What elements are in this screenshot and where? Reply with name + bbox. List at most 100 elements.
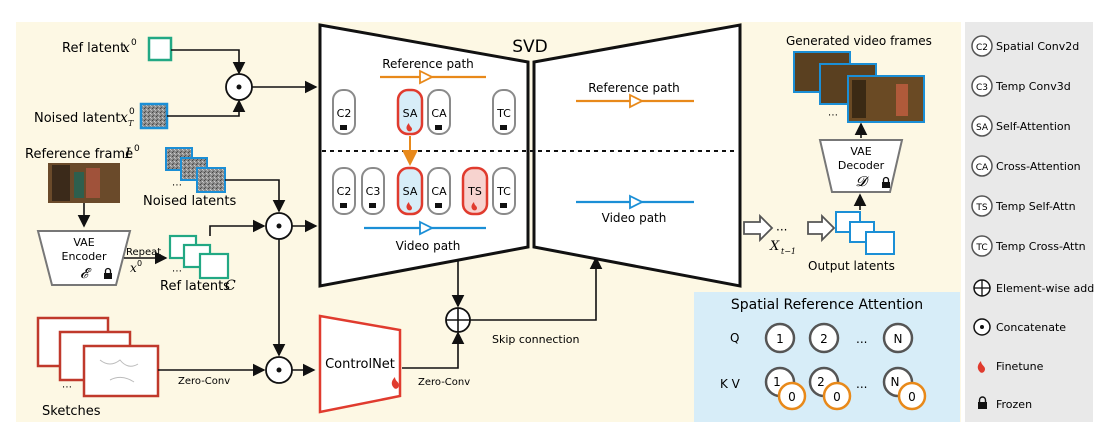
svd-title: SVD	[512, 37, 548, 57]
controlnet-block: ControlNet	[318, 314, 402, 414]
encoder-x-sup: 0	[137, 259, 142, 268]
block-ts-bottom	[461, 166, 489, 216]
reference-frame-input: Reference frame I 0	[25, 144, 140, 203]
reference-path-label-right: Reference path	[588, 81, 680, 95]
spatial-reference-attention: Spatial Reference Attention Q K V 1 2 ..…	[694, 292, 960, 422]
svg-text:TC: TC	[975, 243, 987, 253]
vae-encoder-line2: Encoder	[62, 250, 107, 263]
legend-item-concat: Concatenate	[973, 318, 1066, 336]
output-x-sub: t−1	[781, 247, 796, 256]
noised-latent-symbol: x	[120, 110, 128, 126]
svg-text:2: 2	[820, 332, 828, 346]
q-dots: ...	[856, 332, 867, 346]
svg-text:N: N	[891, 375, 900, 389]
svg-text:1: 1	[773, 375, 781, 389]
repeat-label: Repeat	[126, 247, 161, 258]
ref-latent-sup: 0	[131, 38, 137, 48]
zero-conv-label-1: Zero-Conv	[178, 376, 230, 387]
block-sa-bottom	[396, 166, 424, 216]
video-path-label-left: Video path	[396, 239, 461, 253]
svg-text:0: 0	[908, 390, 916, 404]
generated-frames-label: Generated video frames	[786, 34, 932, 48]
svg-text:⋯: ⋯	[828, 110, 838, 121]
lock-icon	[882, 176, 890, 188]
lock-icon	[978, 396, 987, 409]
ref-latent-input: Ref latent x 0	[62, 36, 173, 62]
sketches-label: Sketches	[42, 404, 101, 419]
controlnet-label: ControlNet	[325, 357, 395, 372]
vae-decoder-line2: Decoder	[838, 159, 885, 172]
svg-text:TC: TC	[496, 107, 511, 120]
noised-latent-sup: 0	[129, 107, 135, 117]
output-dots: ···	[776, 223, 787, 237]
noised-latents-label: Noised latents	[143, 194, 236, 209]
svg-text:SA: SA	[976, 123, 989, 133]
svg-text:CA: CA	[431, 107, 447, 120]
top-blocks: C2 SA CA TC	[332, 88, 516, 136]
block-tc-top	[492, 89, 516, 135]
legend-item-sa: SA Self-Attention	[971, 115, 1071, 137]
block-ca-top	[427, 89, 451, 135]
reference-path-label-left: Reference path	[382, 57, 474, 71]
svg-text:C3: C3	[976, 83, 988, 93]
ref-latents-symbol: C	[225, 278, 236, 294]
output-latents-stack: Output latents	[808, 211, 895, 273]
svg-text:Self-Attention: Self-Attention	[996, 120, 1071, 133]
fire-icon	[977, 361, 985, 373]
vae-encoder-line1: VAE	[73, 236, 94, 249]
svg-text:CA: CA	[431, 185, 447, 198]
encoder-x-symbol: x	[130, 261, 137, 275]
svg-text:Spatial Conv2d: Spatial Conv2d	[996, 40, 1079, 53]
svg-text:SA: SA	[403, 107, 418, 120]
ref-latent-square	[147, 36, 173, 62]
zero-node-n	[897, 381, 927, 411]
svg-text:Temp Cross-Attn: Temp Cross-Attn	[995, 240, 1086, 253]
svg-text:2: 2	[817, 375, 825, 389]
svg-text:Finetune: Finetune	[996, 360, 1044, 373]
svg-text:⋯: ⋯	[172, 180, 182, 191]
lock-icon	[104, 267, 112, 279]
svg-text:Concatenate: Concatenate	[996, 321, 1066, 334]
svd-unet: SVD	[318, 23, 742, 288]
svg-text:0: 0	[833, 390, 841, 404]
svg-text:⋯: ⋯	[62, 382, 72, 393]
noised-latent-square	[139, 102, 169, 130]
svg-text:Frozen: Frozen	[996, 398, 1032, 411]
svg-text:Temp Conv3d: Temp Conv3d	[995, 80, 1071, 93]
vae-decoder-symbol: 𝓓	[856, 174, 870, 190]
vae-decoder-line1: VAE	[850, 145, 871, 158]
svg-text:C2: C2	[337, 107, 352, 120]
q-node-n	[882, 322, 914, 354]
zero-node-2	[822, 381, 852, 411]
q-node-2	[808, 322, 840, 354]
legend-item-c3: C3 Temp Conv3d	[971, 75, 1071, 97]
legend-item-frozen: Frozen	[978, 396, 1032, 411]
attention-kv-label: K V	[720, 377, 741, 391]
reference-frame-label: Reference frame	[25, 147, 133, 162]
svg-text:Cross-Attention: Cross-Attention	[996, 160, 1081, 173]
ref-latents-stack: ⋯ Ref latents C	[160, 234, 236, 294]
sketches-stack: ⋯ Sketches	[36, 316, 160, 419]
noised-latents-stack: ⋯ Noised latents	[143, 147, 236, 209]
reference-frame-sup: 0	[134, 144, 140, 154]
svg-text:Temp Self-Attn: Temp Self-Attn	[995, 200, 1076, 213]
svg-text:SA: SA	[403, 185, 418, 198]
video-path-label-right: Video path	[602, 211, 667, 225]
block-c2-top	[332, 89, 356, 135]
vae-encoder: VAE Encoder 𝓔	[36, 230, 132, 286]
svg-text:N: N	[894, 332, 903, 346]
block-tc-bottom	[492, 167, 516, 215]
legend-item-add: Element-wise add	[973, 279, 1094, 297]
svg-text:C3: C3	[366, 185, 381, 198]
element-wise-add-node	[445, 307, 471, 333]
zero-conv-label-2: Zero-Conv	[418, 377, 470, 388]
svg-text:TS: TS	[975, 203, 987, 213]
svg-text:0: 0	[788, 390, 796, 404]
ref-latent-label: Ref latent	[62, 41, 125, 56]
svg-text:TC: TC	[496, 185, 511, 198]
legend-item-c2: C2 Spatial Conv2d	[971, 35, 1079, 57]
noised-latent-label: Noised latent	[34, 111, 120, 126]
q-node-1	[764, 322, 796, 354]
svg-text:Element-wise add: Element-wise add	[996, 282, 1094, 295]
attention-q-label: Q	[730, 331, 739, 345]
